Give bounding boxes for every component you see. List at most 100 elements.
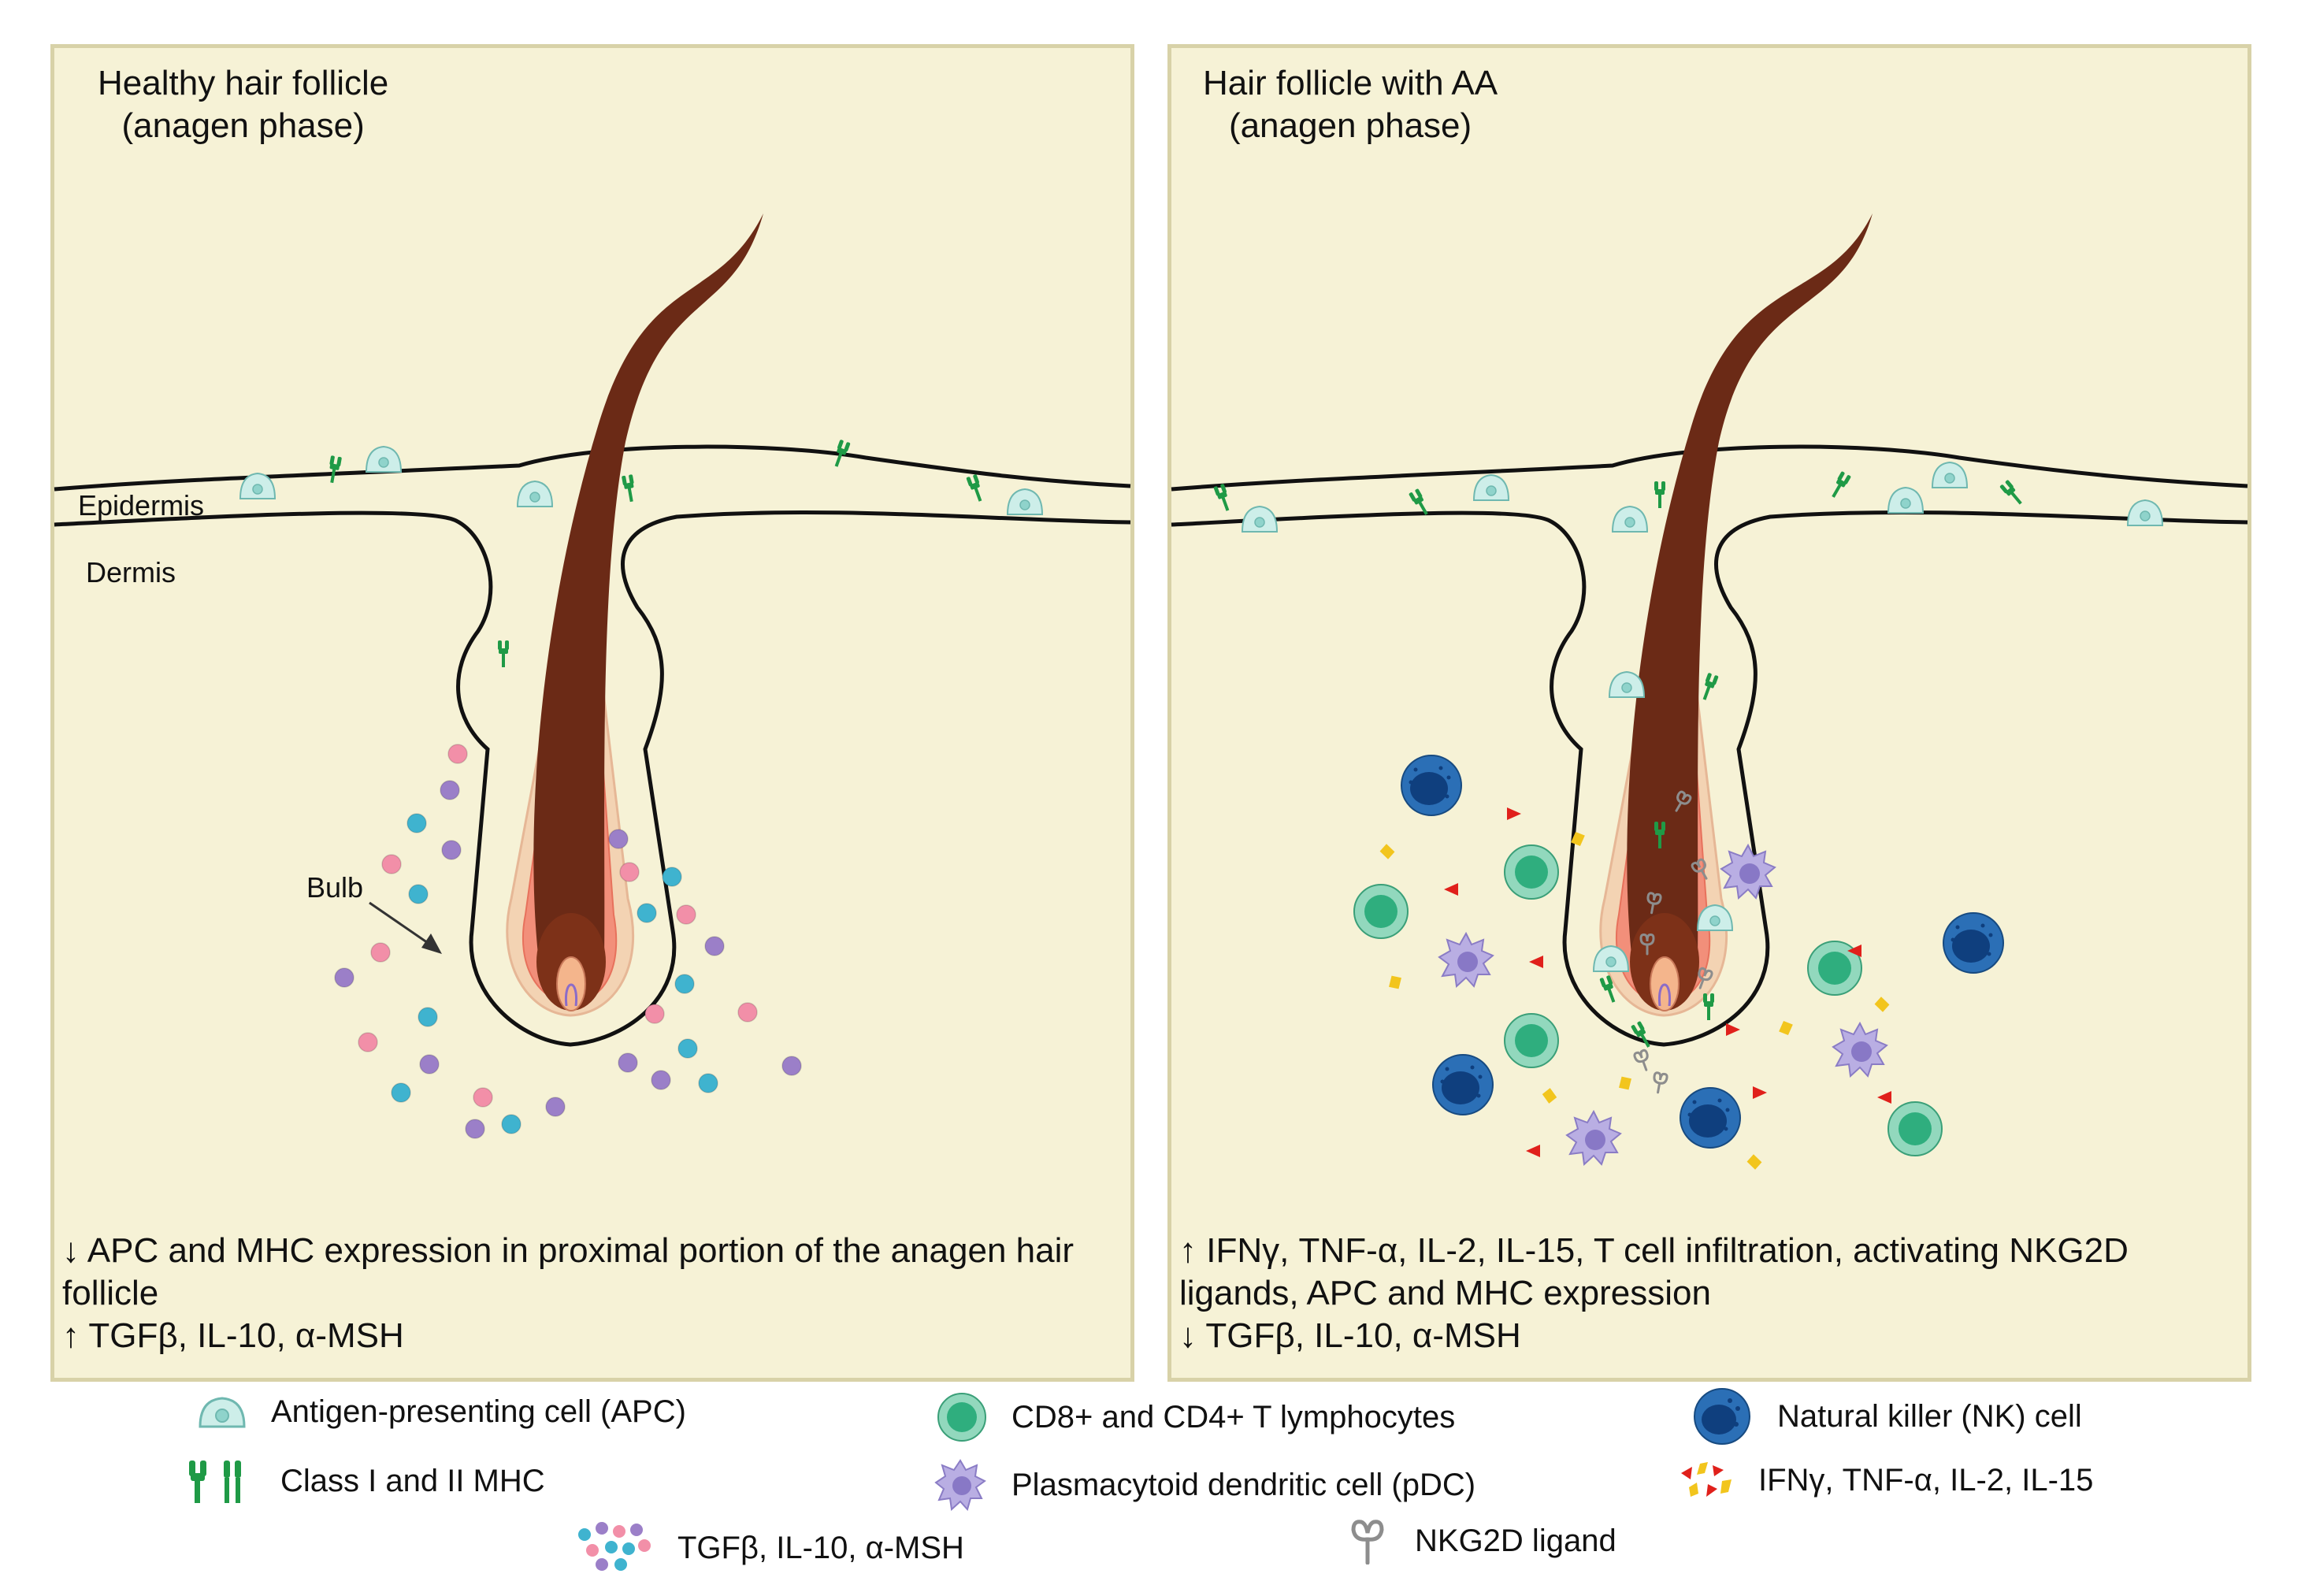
mhc-icon (966, 474, 982, 502)
nkg2d-ligand-icon (1351, 1520, 1384, 1564)
t-cell-icon (1504, 1013, 1559, 1068)
nkg2d-ligand-icon (1675, 790, 1692, 812)
mhc-icon (189, 1461, 241, 1503)
healthy-caption: ↓ APC and MHC expression in proximal por… (62, 1230, 1126, 1357)
tgf-molecule (441, 840, 462, 860)
title-line-2: (anagen phase) (1228, 106, 1472, 145)
legend-nkg2d-label: NKG2D ligand (1415, 1523, 1616, 1558)
tgf-molecule (674, 974, 695, 994)
epidermis-label: Epidermis (78, 489, 205, 521)
mhc-icon (1599, 975, 1616, 1003)
apc-icon (1696, 904, 1734, 931)
legend-nkg2d: NKG2D ligand (1344, 1517, 1616, 1564)
tgf-molecule (440, 780, 460, 800)
cytokine-red (1726, 1023, 1740, 1036)
tgf-molecule (418, 1007, 438, 1027)
cytokine-red (1507, 807, 1521, 820)
pdc-icon (934, 1459, 986, 1512)
tgf-molecule (698, 1073, 718, 1093)
legend-tgf: TGFβ, IL-10, α-MSH (575, 1520, 964, 1576)
cytokine-yellow (1389, 975, 1401, 989)
tgf-molecule (473, 1087, 493, 1108)
bulb-arrow-head (421, 933, 442, 954)
tgf-molecule (391, 1082, 411, 1103)
nkg2d-ligand-icon (1691, 858, 1708, 880)
title-line-1: Healthy hair follicle (98, 64, 389, 102)
tgf-molecule (676, 904, 696, 925)
tgf-molecule (501, 1114, 522, 1134)
mhc-icon (1654, 822, 1665, 848)
cytokine-yellow (1619, 1076, 1631, 1090)
nkg2d-ligand-icon (1698, 967, 1713, 989)
nkg2d-ligand-icon (1653, 1071, 1668, 1094)
mhc-icon (1409, 488, 1428, 515)
capillary-loop (1657, 983, 1672, 1007)
hair-shaft (533, 213, 763, 962)
tgf-molecule (406, 813, 427, 833)
panel-title: Hair follicle with AA (anagen phase) (1203, 62, 1498, 147)
apc-icon (365, 445, 403, 473)
tgf-molecule (737, 1002, 758, 1023)
tgf-molecule (651, 1070, 671, 1090)
legend-pdc: Plasmacytoid dendritic cell (pDC) (933, 1457, 1475, 1512)
tgf-molecule (358, 1032, 378, 1052)
tgf-molecule (370, 942, 391, 963)
tgf-molecule (619, 862, 640, 882)
nk-cell-icon (1432, 1054, 1494, 1115)
nk-cell-icon (1401, 755, 1462, 816)
title-line-1: Hair follicle with AA (1203, 64, 1498, 102)
legend-cytokines: IFNγ, TNF-α, IL-2, IL-15 (1680, 1461, 2093, 1500)
nk-cell-icon (1680, 1087, 1741, 1149)
cytokine-red (1529, 956, 1543, 968)
mhc-icon (1702, 673, 1719, 700)
mhc-icon (498, 640, 509, 667)
apc-icon (199, 1396, 246, 1427)
t-cell-icon (1887, 1101, 1943, 1156)
tgf-molecule (334, 967, 354, 988)
panel-healthy: Healthy hair follicle (anagen phase) Epi… (50, 44, 1134, 1382)
cytokines-icon (1681, 1462, 1732, 1497)
caption-line-1: ↓ APC and MHC expression in proximal por… (62, 1231, 1075, 1312)
follicle-outline (1171, 510, 2248, 1047)
legend-apc: Antigen-presenting cell (APC) (197, 1394, 686, 1430)
cytokine-yellow (1779, 1021, 1793, 1035)
apc-icon (1006, 488, 1044, 515)
nk-cell-icon (1943, 912, 2004, 974)
mhc-icon (1703, 993, 1714, 1020)
tgf-cluster-icon (578, 1522, 651, 1571)
caption-line-2: ↑ TGFβ, IL-10, α-MSH (62, 1316, 404, 1355)
hair-shaft (1627, 213, 1873, 962)
legend-tcell: CD8+ and CD4+ T lymphocytes (936, 1391, 1455, 1443)
nkg2d-ligand-icon (1639, 933, 1655, 956)
cytokine-yellow (1542, 1088, 1557, 1104)
epidermis-top-line (54, 444, 1131, 492)
pdc-icon (1438, 931, 1494, 989)
bulb-arrow (369, 901, 433, 948)
mhc-icon (1213, 484, 1230, 511)
apc-icon (1931, 461, 1969, 488)
legend-cytokines-label: IFNγ, TNF-α, IL-2, IL-15 (1758, 1462, 2094, 1498)
legend-nk: Natural killer (NK) cell (1691, 1386, 2082, 1446)
mhc-icon (834, 440, 851, 467)
t-cell-icon (1353, 884, 1409, 939)
aa-follicle-illustration (1171, 213, 2248, 1170)
title-line-2: (anagen phase) (121, 106, 365, 145)
t-cell-icon (1807, 941, 1862, 996)
apc-icon (1241, 505, 1279, 533)
cytokine-yellow (1746, 1154, 1762, 1170)
pdc-icon (1565, 1109, 1622, 1167)
tgf-molecule (608, 829, 629, 849)
t-cell-icon (937, 1393, 986, 1442)
tgf-molecule (704, 936, 725, 956)
apc-icon (1472, 473, 1510, 501)
cytokine-yellow (1379, 844, 1395, 859)
aa-caption: ↑ IFNγ, TNF-α, IL-2, IL-15, T cell infil… (1179, 1230, 2243, 1357)
t-cell-icon (1504, 844, 1559, 900)
cytokine-red (1444, 883, 1458, 896)
tgf-molecule (781, 1056, 802, 1076)
apc-icon (516, 480, 554, 507)
legend-pdc-label: Plasmacytoid dendritic cell (pDC) (1011, 1467, 1476, 1502)
apc-icon (2126, 499, 2164, 526)
caption-line-1: ↑ IFNγ, TNF-α, IL-2, IL-15, T cell infil… (1179, 1231, 2129, 1312)
tgf-molecule (419, 1054, 440, 1075)
